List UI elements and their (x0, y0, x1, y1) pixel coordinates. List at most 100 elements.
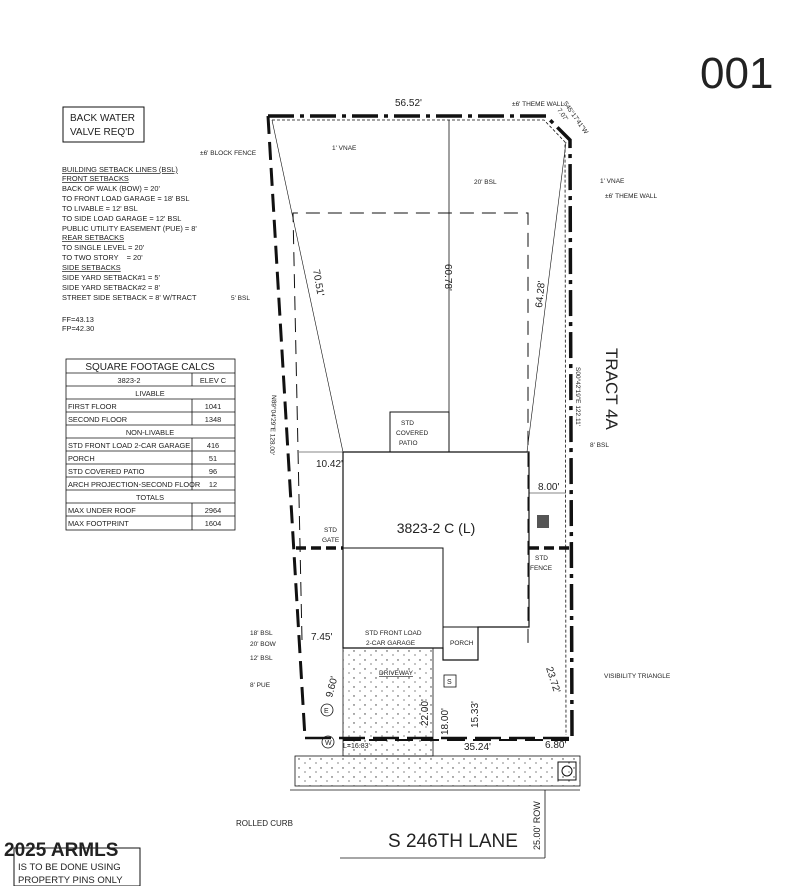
note-line: STREET SIDE SETBACK = 8' W/TRACT (62, 293, 197, 302)
note-line: SIDE YARD SETBACK#2 = 8' (62, 283, 160, 292)
ff-elevation: FF=43.13 (62, 315, 94, 324)
sqft-title: SQUARE FOOTAGE CALCS (85, 362, 215, 373)
note-line: TO FRONT LOAD GARAGE = 18' BSL (62, 194, 189, 203)
label-20-bow: 20' BOW (250, 641, 277, 648)
marker-e: E (324, 708, 329, 715)
row-width: 25.00' ROW (532, 801, 542, 850)
label-rear-bsl: 20' BSL (474, 179, 497, 186)
label-18-bsl: 18' BSL (250, 630, 273, 637)
plan-number: 3823-2 (117, 376, 140, 385)
section-totals: TOTALS (136, 493, 164, 502)
staking-note-line: PROPERTY PINS ONLY (18, 875, 123, 886)
label-driveway: DRIVEWAY (379, 670, 414, 677)
marker-w: W (325, 740, 332, 747)
staking-note-line: IS TO BE DONE USING (18, 862, 121, 873)
dim-right-side: 8.00' (538, 482, 559, 493)
label-theme-wall-top: ±6' THEME WALL (512, 101, 565, 108)
label-pue: 8' PUE (250, 682, 271, 689)
row-label: PORCH (68, 454, 95, 463)
porch (442, 626, 479, 661)
dim-corner: 6.80' (545, 740, 566, 751)
row-value: 1604 (205, 519, 221, 528)
note-line: TO SIDE LOAD GARAGE = 12' BSL (62, 214, 181, 223)
label-side-bsl-left: 5' BSL (231, 295, 250, 302)
row-value: 1041 (205, 402, 221, 411)
sqft-table (65, 358, 236, 531)
note-line: TO SINGLE LEVEL = 20' (62, 243, 145, 252)
dim-drive-length: L=16.83' (343, 743, 370, 750)
dim-front-width: 35.24' (464, 742, 491, 753)
house-plan-label: 3823-2 C (L) (397, 520, 476, 536)
note-line: TO LIVABLE = 12' BSL (62, 204, 138, 213)
dim-visibility-diag: 23.72' (543, 666, 562, 695)
label-patio: STD (401, 420, 414, 427)
note-line: PUBLIC UTILITY EASEMENT (PUE) = 8' (62, 224, 197, 233)
back-water-line1: BACK WATER (70, 113, 135, 124)
label-block-fence: ±6' BLOCK FENCE (200, 150, 257, 157)
back-water-box (62, 106, 145, 143)
note-line: REAR SETBACKS (62, 233, 124, 242)
row-label: MAX FOOTPRINT (68, 519, 129, 528)
row-label: FIRST FLOOR (68, 402, 117, 411)
label-tract: TRACT 4A (602, 348, 621, 431)
marker-s: S (447, 679, 452, 686)
utility-box-icon (561, 765, 573, 777)
note-line: BUILDING SETBACK LINES (BSL) (62, 165, 178, 174)
dim-garage-side: 7.45' (311, 632, 332, 643)
row-label: ARCH PROJECTION-SECOND FLOOR (68, 480, 200, 489)
driveway (342, 647, 572, 757)
note-line: SIDE YARD SETBACK#1 = 5' (62, 273, 160, 282)
dim-rear-depth: 60.78' (442, 264, 453, 291)
watermark: 2025 ARMLS (4, 840, 118, 861)
label-theme-wall-right: ±6' THEME WALL (605, 193, 658, 200)
row-value: 1348 (205, 415, 221, 424)
dim-setback-18: 18.00' (440, 708, 451, 735)
note-line: FRONT SETBACKS (62, 174, 129, 183)
label-visibility-triangle: VISIBILITY TRIANGLE (604, 673, 671, 680)
row-value: 51 (209, 454, 217, 463)
staking-note-box (13, 847, 141, 886)
label-garage: STD FRONT LOAD (365, 630, 422, 637)
label-bearing-right: S00°42'19"E 122.11' (574, 367, 582, 426)
label-fence: STD (535, 555, 548, 562)
dim-right-diag: 64.28' (534, 280, 548, 308)
label-gate: GATE (322, 537, 340, 544)
row-value: 12 (209, 480, 217, 489)
dim-drive-depth: 22.00' (420, 699, 431, 726)
street-name: S 246TH LANE (388, 831, 518, 852)
label-patio: COVERED (396, 430, 428, 437)
label-vnae-left: 1' VNAE (332, 145, 357, 152)
label-rolled-curb: ROLLED CURB (236, 819, 293, 828)
label-fence: FENCE (530, 565, 553, 572)
dim-drive-diag: 9.60' (324, 675, 340, 699)
lot-boundary (266, 114, 574, 740)
dim-left-diag: 70.51' (310, 269, 326, 298)
label-bearing-left: N89°04'29"E 128.00' (268, 395, 278, 455)
label-vnae-right: 1' VNAE (600, 178, 625, 185)
label-12-bsl: 12' BSL (250, 655, 273, 662)
row-label: STD FRONT LOAD 2-CAR GARAGE (68, 441, 190, 450)
row-value: 416 (207, 441, 219, 450)
label-side-bsl-right: 8' BSL (590, 442, 609, 449)
elevation: ELEV C (200, 376, 227, 385)
back-water-line2: VALVE REQ'D (70, 127, 134, 138)
note-line: SIDE SETBACKS (62, 263, 121, 272)
note-line: TO TWO STORY = 20' (62, 253, 143, 262)
row-label: MAX UNDER ROOF (68, 506, 136, 515)
row-value: 96 (209, 467, 217, 476)
house-footprint (296, 411, 570, 661)
label-porch: PORCH (450, 640, 474, 647)
section-non-livable: NON-LIVABLE (126, 428, 174, 437)
dim-porch-depth: 15.33' (470, 701, 481, 728)
dim-top: 56.52' (395, 98, 422, 109)
note-line: BACK OF WALK (BOW) = 20' (62, 184, 160, 193)
dim-left-side: 10.42' (316, 459, 343, 470)
sidewalk (294, 755, 581, 787)
label-gate: STD (324, 527, 337, 534)
fp-elevation: FP=42.30 (62, 324, 94, 333)
setback-notes: BUILDING SETBACK LINES (BSL) FRONT SETBA… (62, 165, 197, 333)
label-patio: PATIO (399, 440, 418, 447)
label-garage: 2-CAR GARAGE (366, 640, 416, 647)
